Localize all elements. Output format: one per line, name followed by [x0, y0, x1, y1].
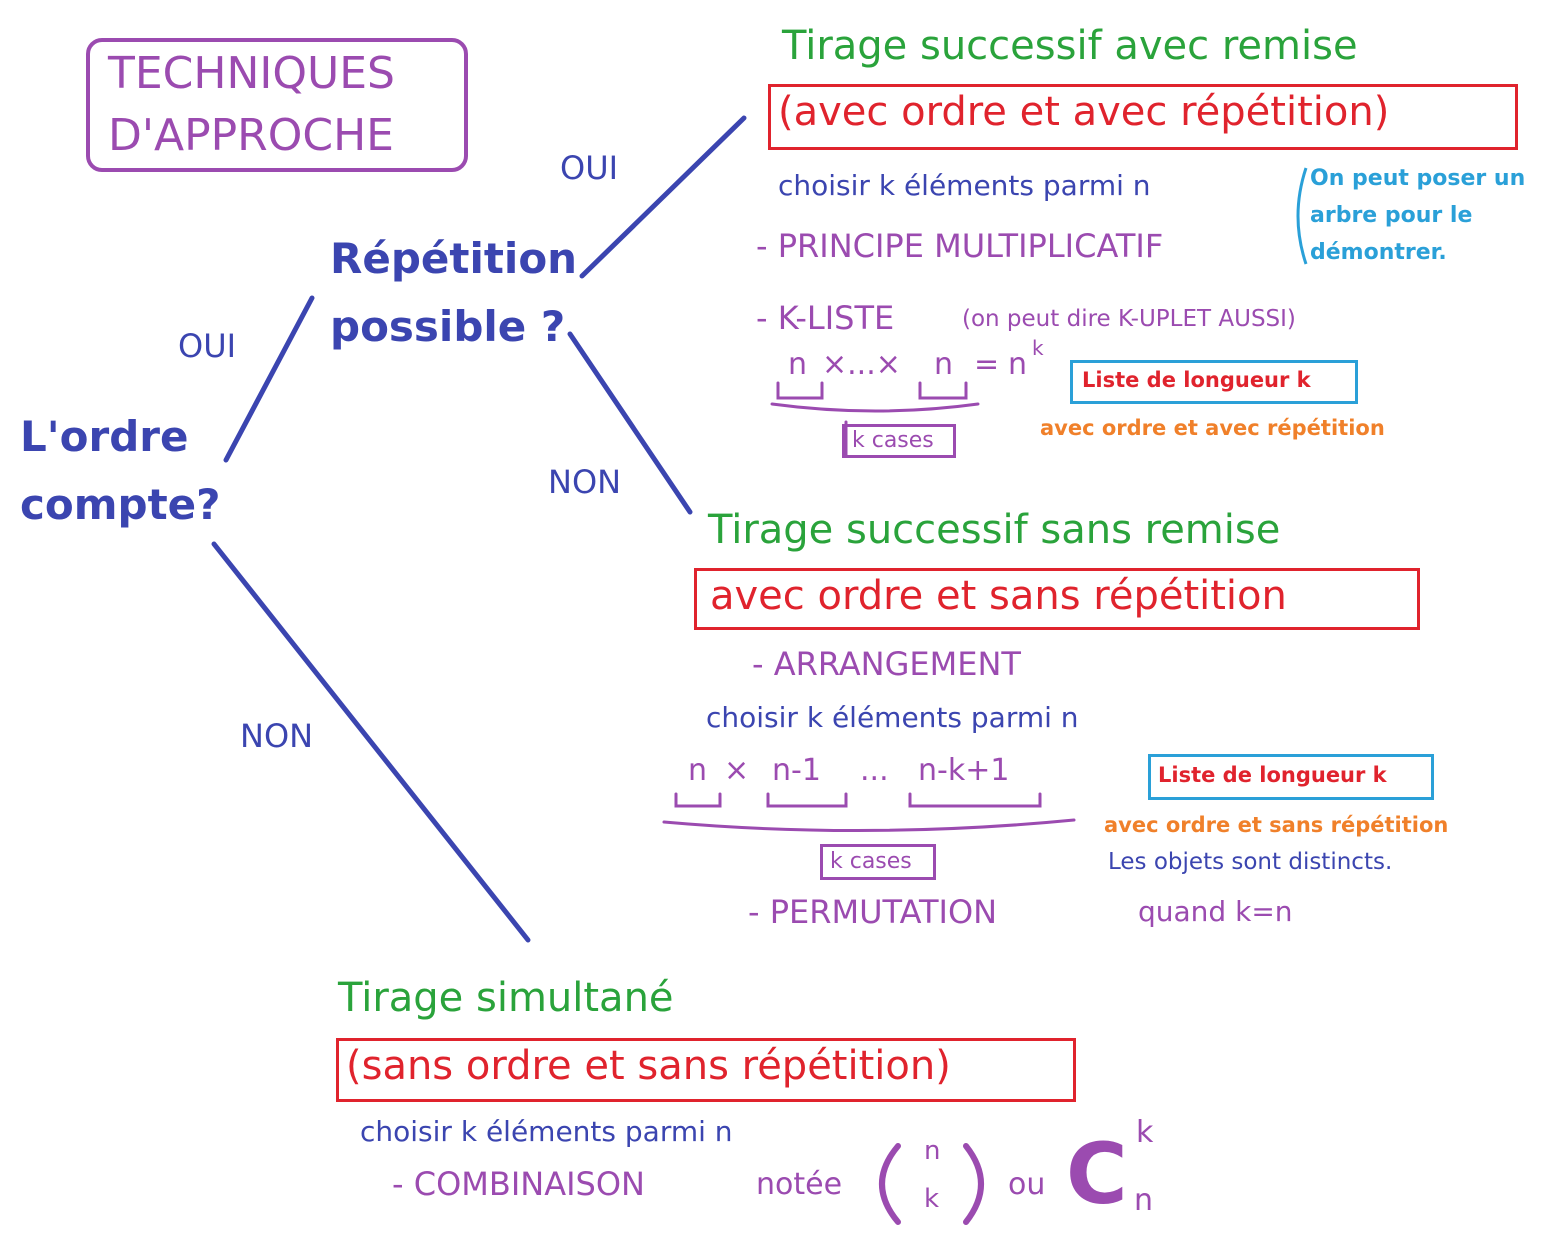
underbrace-k-cases-2 [662, 818, 1076, 833]
branch2-heading: Tirage successif sans remise [708, 507, 1281, 553]
branch1-list-frame [1070, 360, 1358, 404]
branch3-binom-top: n [924, 1136, 941, 1166]
branch2-list-frame [1148, 754, 1434, 800]
root-question-line1: L'ordre [20, 412, 189, 461]
branch2-when: quand k=n [1138, 895, 1293, 928]
branch2-list-box: Liste de longueur k [1158, 763, 1387, 787]
branch1-formula-n2: n [934, 347, 954, 382]
branch3-choose: choisir k éléments parmi n [360, 1115, 733, 1148]
branch3-c-letter: C [1066, 1125, 1128, 1223]
branch1-principle: - PRINCIPE MULTIPLICATIF [756, 227, 1164, 265]
branch2-f-dots: ... [860, 753, 889, 788]
binomial-parentheses [879, 1143, 984, 1225]
edge-root-to-simultane [211, 541, 531, 943]
repetition-question-line2: possible ? [330, 302, 566, 351]
branch1-formula-n1: n [788, 347, 808, 382]
branch3-combination: - COMBINAISON [392, 1165, 645, 1203]
underbrace-b2-nk1 [908, 792, 1042, 808]
branch2-f3: n-k+1 [918, 753, 1010, 788]
edge-root-to-repetition [223, 295, 315, 463]
branch2-f2: n-1 [772, 753, 821, 788]
underbrace-n2 [918, 381, 968, 400]
branch1-list-note: avec ordre et avec répétition [1040, 416, 1385, 440]
branch3-binom-bottom: k [924, 1184, 940, 1214]
edge-label-non-low: NON [240, 717, 314, 755]
branch1-formula-exp: k [1032, 336, 1044, 360]
edge-label-oui-top: OUI [560, 149, 619, 187]
root-question-line2: compte? [20, 480, 221, 529]
branch1-cases: k cases [852, 428, 934, 453]
branch2-list-note: avec ordre et sans répétition [1104, 813, 1449, 837]
branch1-note-line1: On peut poser un [1310, 166, 1526, 191]
underbrace-n1 [776, 381, 824, 400]
branch3-c-sup: k [1136, 1115, 1154, 1150]
underbrace-b2-n-1 [766, 792, 848, 808]
branch1-boxed-text: (avec ordre et avec répétition) [778, 89, 1390, 135]
branch1-heading: Tirage successif avec remise [782, 23, 1358, 69]
edge-label-oui-left: OUI [178, 327, 237, 365]
branch2-boxed-text: avec ordre et sans répétition [710, 573, 1287, 619]
branch3-heading: Tirage simultané [338, 975, 674, 1021]
branch1-list-box: Liste de longueur k [1082, 368, 1311, 392]
branch2-cases: k cases [830, 849, 912, 874]
branch2-distinct: Les objets sont distincts. [1108, 849, 1393, 875]
branch1-formula-eq: = [974, 347, 1000, 382]
underbrace-b2-n [674, 792, 722, 808]
edge-repetition-to-avec-remise [579, 115, 747, 279]
branch2-permutation: - PERMUTATION [748, 893, 998, 931]
branch3-ou: ou [1008, 1167, 1046, 1202]
branch1-formula-base: n [1008, 347, 1028, 382]
branch3-c-sub: n [1134, 1183, 1154, 1218]
branch2-arrangement: - ARRANGEMENT [752, 645, 1021, 683]
branch3-boxed-text: (sans ordre et sans répétition) [346, 1043, 951, 1089]
branch1-kliste: - K-LISTE [756, 299, 895, 337]
branch1-choose: choisir k éléments parmi n [778, 169, 1151, 202]
branch1-cases-frame [842, 424, 956, 458]
underbrace-k-cases-1 [770, 402, 980, 413]
branch2-boxed-frame [694, 568, 1420, 630]
edge-repetition-to-sans-remise [567, 331, 693, 515]
branch2-cases-frame [820, 844, 936, 880]
branch3-notee: notée [756, 1167, 843, 1202]
branch2-choose: choisir k éléments parmi n [706, 701, 1079, 734]
repetition-question-line1: Répétition [330, 234, 578, 283]
title-box [86, 38, 468, 172]
branch1-note-line3: démontrer. [1310, 240, 1447, 265]
branch2-f1: n [688, 753, 708, 788]
edge-label-non-mid: NON [548, 463, 622, 501]
branch2-f-times: × [724, 753, 750, 788]
branch1-boxed-frame [768, 84, 1518, 150]
branch3-boxed-frame [336, 1038, 1076, 1102]
title-line2: D'APPROCHE [108, 110, 394, 161]
branch1-formula-mid: ×...× [822, 347, 901, 382]
branch1-kliste-aside: (on peut dire K-UPLET AUSSI) [962, 306, 1296, 332]
title-line1: TECHNIQUES [108, 48, 395, 99]
note-bracket-cyan [1296, 167, 1308, 265]
branch1-note-line2: arbre pour le [1310, 203, 1473, 228]
